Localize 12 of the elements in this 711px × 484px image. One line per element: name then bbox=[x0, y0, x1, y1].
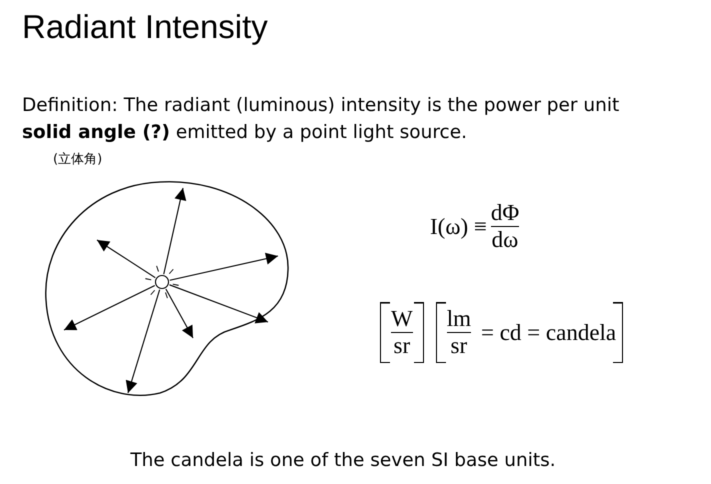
formula-text: I(ω) ≡ bbox=[430, 214, 487, 240]
fraction-denominator: sr bbox=[450, 333, 468, 360]
fraction-numerator: dΦ bbox=[490, 200, 520, 226]
annotation-text: (立体角) bbox=[53, 151, 102, 168]
definition-text: Definition: The radiant (luminous) intensity is the power per unit solid angle (?) emitted by a point light source. bbox=[22, 94, 620, 145]
formula-text: = cd = candela bbox=[481, 320, 616, 346]
slide-title: Radiant Intensity bbox=[22, 8, 268, 46]
fraction-numerator: W bbox=[391, 306, 413, 332]
fraction-denominator: sr bbox=[394, 333, 410, 360]
fraction-denominator: dω bbox=[492, 227, 518, 254]
fraction-numerator: lm bbox=[446, 306, 471, 332]
footer-note: The candela is one of the seven SI base units. bbox=[129, 450, 557, 471]
